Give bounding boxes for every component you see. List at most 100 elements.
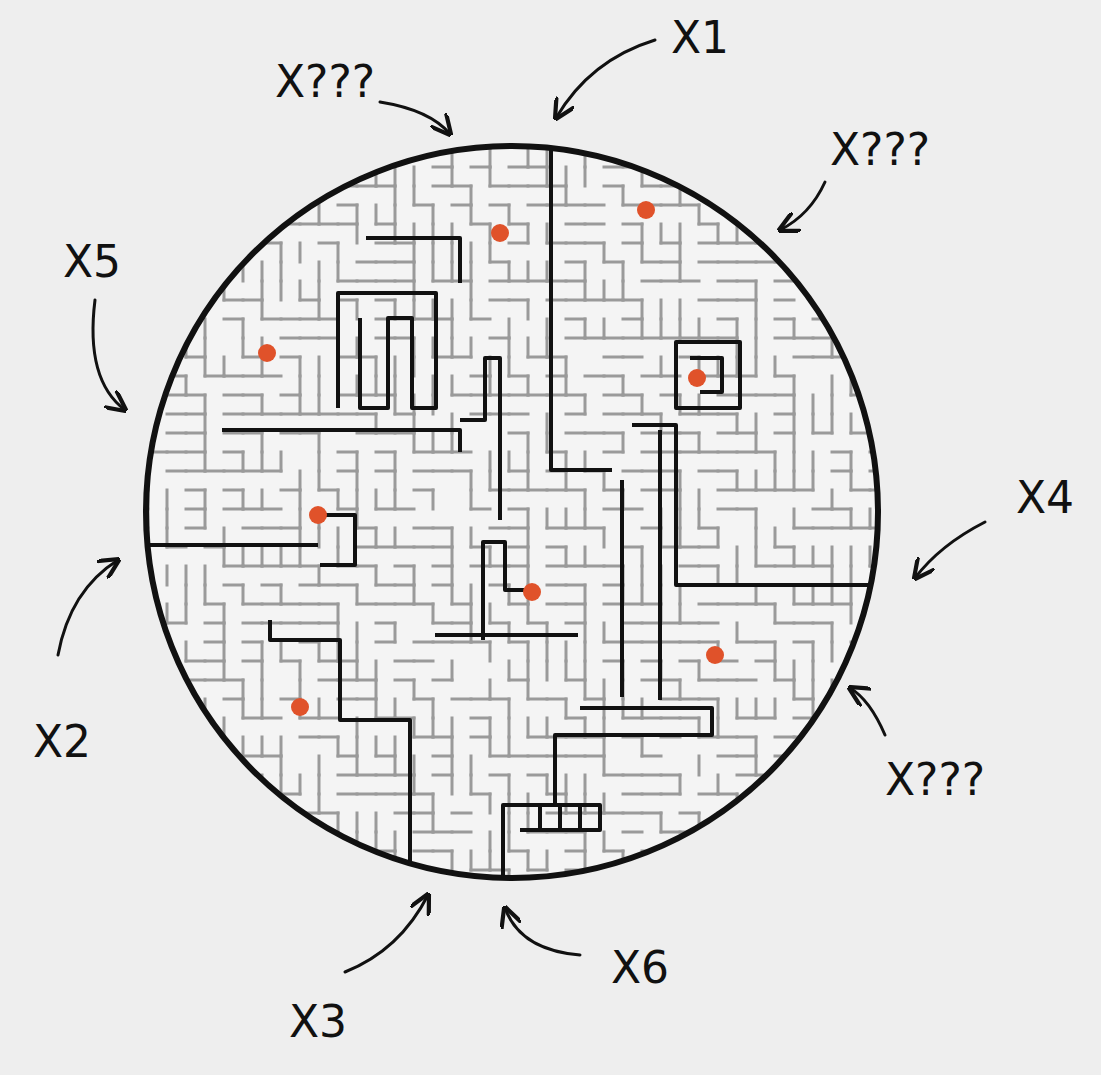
maze-path <box>300 318 319 321</box>
maze-path <box>395 280 414 283</box>
maze-path <box>451 319 454 338</box>
maze-path <box>414 736 433 739</box>
maze-path <box>718 489 737 492</box>
maze-path <box>699 337 718 340</box>
maze-path <box>394 224 397 243</box>
maze-path <box>509 546 528 549</box>
maze-path <box>243 755 262 758</box>
maze-path <box>509 565 528 568</box>
maze-path <box>566 527 585 530</box>
maze-path <box>357 565 376 568</box>
maze-path <box>338 774 357 777</box>
maze-path <box>318 205 321 224</box>
maze-path <box>623 356 642 359</box>
maze-path <box>280 243 283 262</box>
maze-path <box>604 375 623 378</box>
maze-path <box>642 261 661 264</box>
maze-path <box>793 547 796 566</box>
maze-path <box>299 281 302 300</box>
maze-path <box>660 300 663 319</box>
maze-path <box>167 451 186 454</box>
maze-path <box>243 603 262 606</box>
maze-path <box>698 490 701 509</box>
maze-path <box>224 508 243 511</box>
maze-path <box>452 394 471 397</box>
maze-path <box>356 471 359 490</box>
maze-path <box>660 319 663 338</box>
maze-path <box>756 660 775 663</box>
maze-path <box>623 508 642 511</box>
maze-path <box>775 318 794 321</box>
maze-path <box>736 699 739 718</box>
maze-path <box>622 262 625 281</box>
maze-path <box>699 793 718 796</box>
maze-path <box>242 737 245 756</box>
maze-path <box>204 395 207 414</box>
maze-path <box>622 281 625 300</box>
maze-path <box>755 281 758 300</box>
maze-path <box>433 470 452 473</box>
maze-path <box>470 851 473 870</box>
maze-path <box>452 641 471 644</box>
maze-path <box>470 262 473 281</box>
maze-path <box>679 471 682 490</box>
maze-path <box>167 413 186 416</box>
maze-path <box>205 470 224 473</box>
maze-path <box>166 490 169 509</box>
maze-path <box>357 527 376 530</box>
maze-path <box>395 413 414 416</box>
maze-path <box>528 185 547 188</box>
maze-path <box>223 642 226 661</box>
maze-path <box>528 394 547 397</box>
maze-path <box>832 527 851 530</box>
maze-path <box>299 471 302 490</box>
maze-path <box>394 756 397 775</box>
maze-path <box>850 661 853 680</box>
maze-path <box>527 338 530 357</box>
maze-path <box>850 509 853 528</box>
maze-path <box>603 756 606 775</box>
maze-path <box>680 717 699 720</box>
maze-path <box>243 717 262 720</box>
maze-path <box>585 242 604 245</box>
maze-path <box>223 623 226 642</box>
maze-path <box>699 451 718 454</box>
maze-path <box>737 432 756 435</box>
maze-path <box>718 299 737 302</box>
maze-path <box>375 813 378 832</box>
maze-path <box>775 413 794 416</box>
maze-path <box>623 717 642 720</box>
maze-path <box>471 698 490 701</box>
maze-path <box>242 680 245 699</box>
maze-path <box>394 205 397 224</box>
maze-path <box>547 584 566 587</box>
maze-path <box>414 318 433 321</box>
maze-path <box>186 413 205 416</box>
maze-path <box>680 432 699 435</box>
maze-path <box>642 812 661 815</box>
maze-path <box>527 528 530 547</box>
maze-path <box>603 870 606 889</box>
red-dots <box>258 201 724 716</box>
maze-path <box>432 262 435 281</box>
maze-path <box>318 471 321 490</box>
maze-path <box>585 432 604 435</box>
maze-path <box>527 433 530 452</box>
maze-path <box>242 547 245 566</box>
maze-path <box>566 565 585 568</box>
maze-path <box>375 661 378 680</box>
maze-path <box>584 319 587 338</box>
maze-path <box>623 774 642 777</box>
maze-path <box>565 376 568 395</box>
maze-path <box>261 737 264 756</box>
maze-path <box>661 337 680 340</box>
maze-path <box>642 280 661 283</box>
maze-path <box>680 641 699 644</box>
maze-path <box>356 490 359 509</box>
maze-path <box>413 680 416 699</box>
maze-path <box>793 319 796 338</box>
maze-path <box>451 547 454 566</box>
maze-path <box>470 528 473 547</box>
maze-path <box>508 452 511 471</box>
maze-path <box>471 413 490 416</box>
